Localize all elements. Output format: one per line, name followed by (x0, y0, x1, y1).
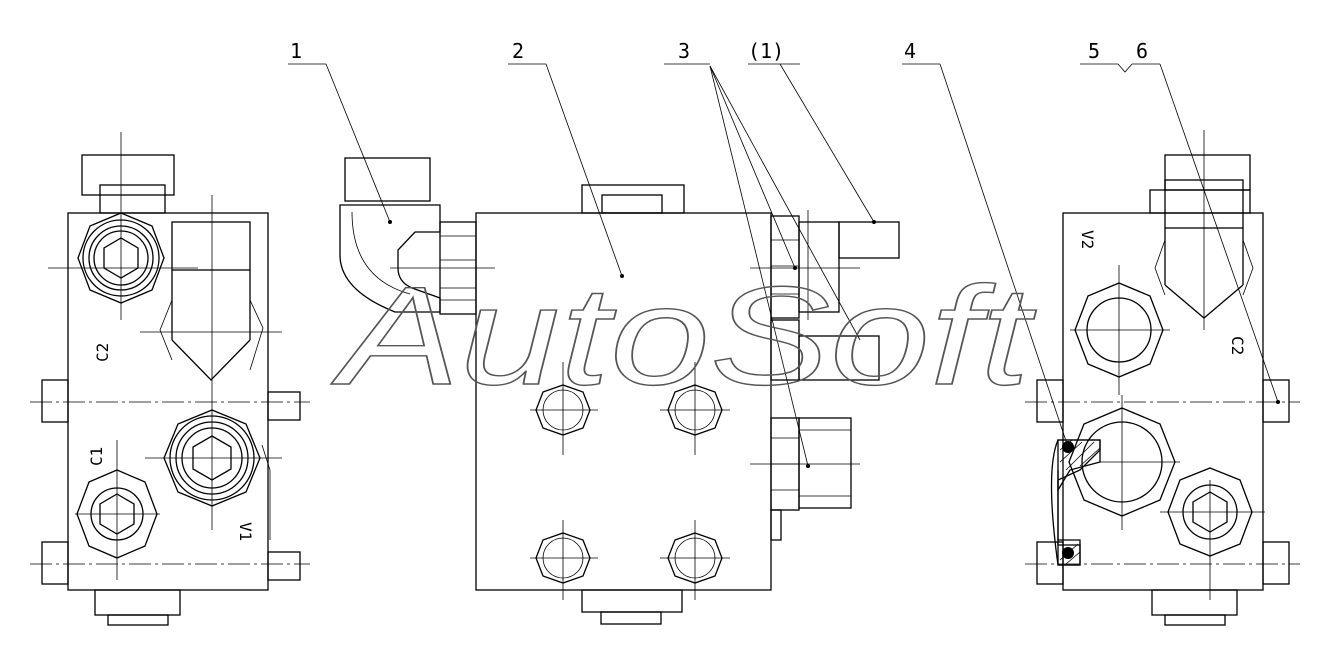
callout-2: 2 (512, 39, 524, 63)
callout-6: 6 (1136, 39, 1148, 63)
port-label-left-c1: C1 (87, 447, 106, 466)
callout-1: 1 (290, 39, 302, 63)
callout-4: 4 (904, 39, 916, 63)
port-label-right-v2: V2 (1078, 230, 1097, 249)
front-view (339, 157, 900, 625)
leader-lines (288, 63, 1280, 468)
watermark: AutoSoft (330, 256, 1037, 414)
callout-3: 3 (678, 39, 690, 63)
port-labels: C2 C1 V1 V2 C2 (87, 230, 1247, 541)
left-side-view (30, 132, 310, 626)
right-side-view (1025, 130, 1300, 626)
callout-numbers: 1 2 3 (1) 4 5 6 (290, 39, 1148, 63)
port-label-left-c2: C2 (93, 343, 112, 362)
callout-1-paren: (1) (748, 39, 784, 63)
port-label-right-c2: C2 (1228, 336, 1247, 355)
callout-5: 5 (1088, 39, 1100, 63)
watermark-text: AutoSoft (331, 257, 1037, 414)
port-label-left-v1: V1 (236, 522, 255, 541)
